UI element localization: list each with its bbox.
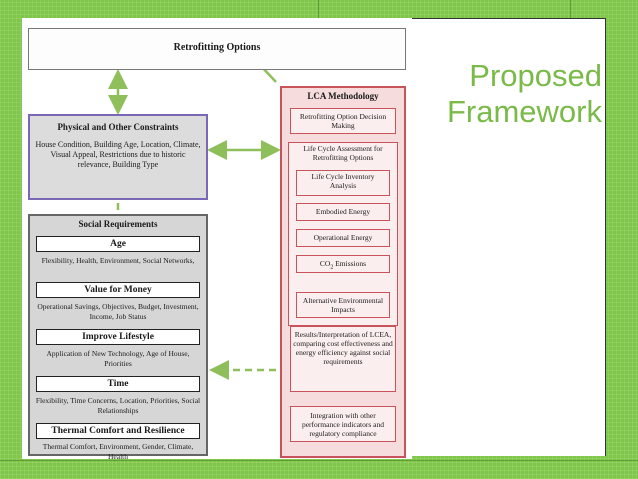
social-item-time: Time [36, 376, 200, 392]
social-item-lifestyle-desc: Application of New Technology, Age of Ho… [46, 349, 190, 368]
title-line-1: Proposed [469, 58, 602, 93]
lca-assessment-title: Life Cycle Assessment for Retrofitting O… [303, 144, 383, 162]
social-item-age: Age [36, 236, 200, 252]
lca-integration-box: Integration with other performance indic… [290, 406, 396, 442]
lca-embodied-box: Embodied Energy [296, 203, 390, 221]
constraints-heading: Physical and Other Constraints [57, 122, 179, 132]
social-item-lifestyle: Improve Lifestyle [36, 329, 200, 345]
social-item-age-desc: Flexibility, Health, Environment, Social… [41, 256, 195, 265]
social-item-value: Value for Money [36, 282, 200, 298]
retrofitting-options-box: Retrofitting Options [28, 28, 406, 70]
social-item-thermal-desc: Thermal Comfort, Environment, Gender, Cl… [42, 442, 194, 461]
slide-title: Proposed Framework [447, 58, 602, 130]
lca-operational-box: Operational Energy [296, 229, 390, 247]
frame-line-top-left [318, 0, 319, 18]
social-item-time-desc: Flexibility, Time Concerns, Location, Pr… [35, 396, 201, 415]
constraints-box: Physical and Other Constraints House Con… [28, 114, 208, 200]
social-heading: Social Requirements [78, 219, 158, 229]
lca-heading: LCA Methodology [307, 91, 379, 101]
lca-decision-box: Retrofitting Option Decision Making [290, 108, 396, 134]
framework-diagram: Retrofitting Options Physical and Other … [22, 18, 412, 461]
lca-results-box: Results/Interpretation of LCEA, comparin… [290, 326, 396, 392]
social-item-thermal: Thermal Comfort and Resilience [36, 423, 200, 439]
title-line-2: Framework [446, 94, 602, 129]
lca-inventory-box: Life Cycle Inventory Analysis [296, 170, 390, 196]
social-item-value-desc: Operational Savings, Objectives, Budget,… [37, 302, 199, 321]
co2-prefix: CO [319, 259, 331, 268]
constraints-body: House Condition, Building Age, Location,… [35, 140, 201, 169]
frame-line-bottom [0, 460, 638, 461]
co2-subscript: 2 [330, 264, 334, 271]
lca-methodology-box: LCA Methodology Retrofitting Option Deci… [280, 86, 406, 458]
lca-co2-box: CO2 Emissions [296, 255, 390, 273]
frame-line-top-right [570, 0, 571, 18]
social-requirements-box: Social Requirements Age Flexibility, Hea… [28, 214, 208, 461]
lca-alternative-box: Alternative Environmental Impacts [296, 292, 390, 318]
co2-suffix: Emissions [333, 259, 367, 268]
